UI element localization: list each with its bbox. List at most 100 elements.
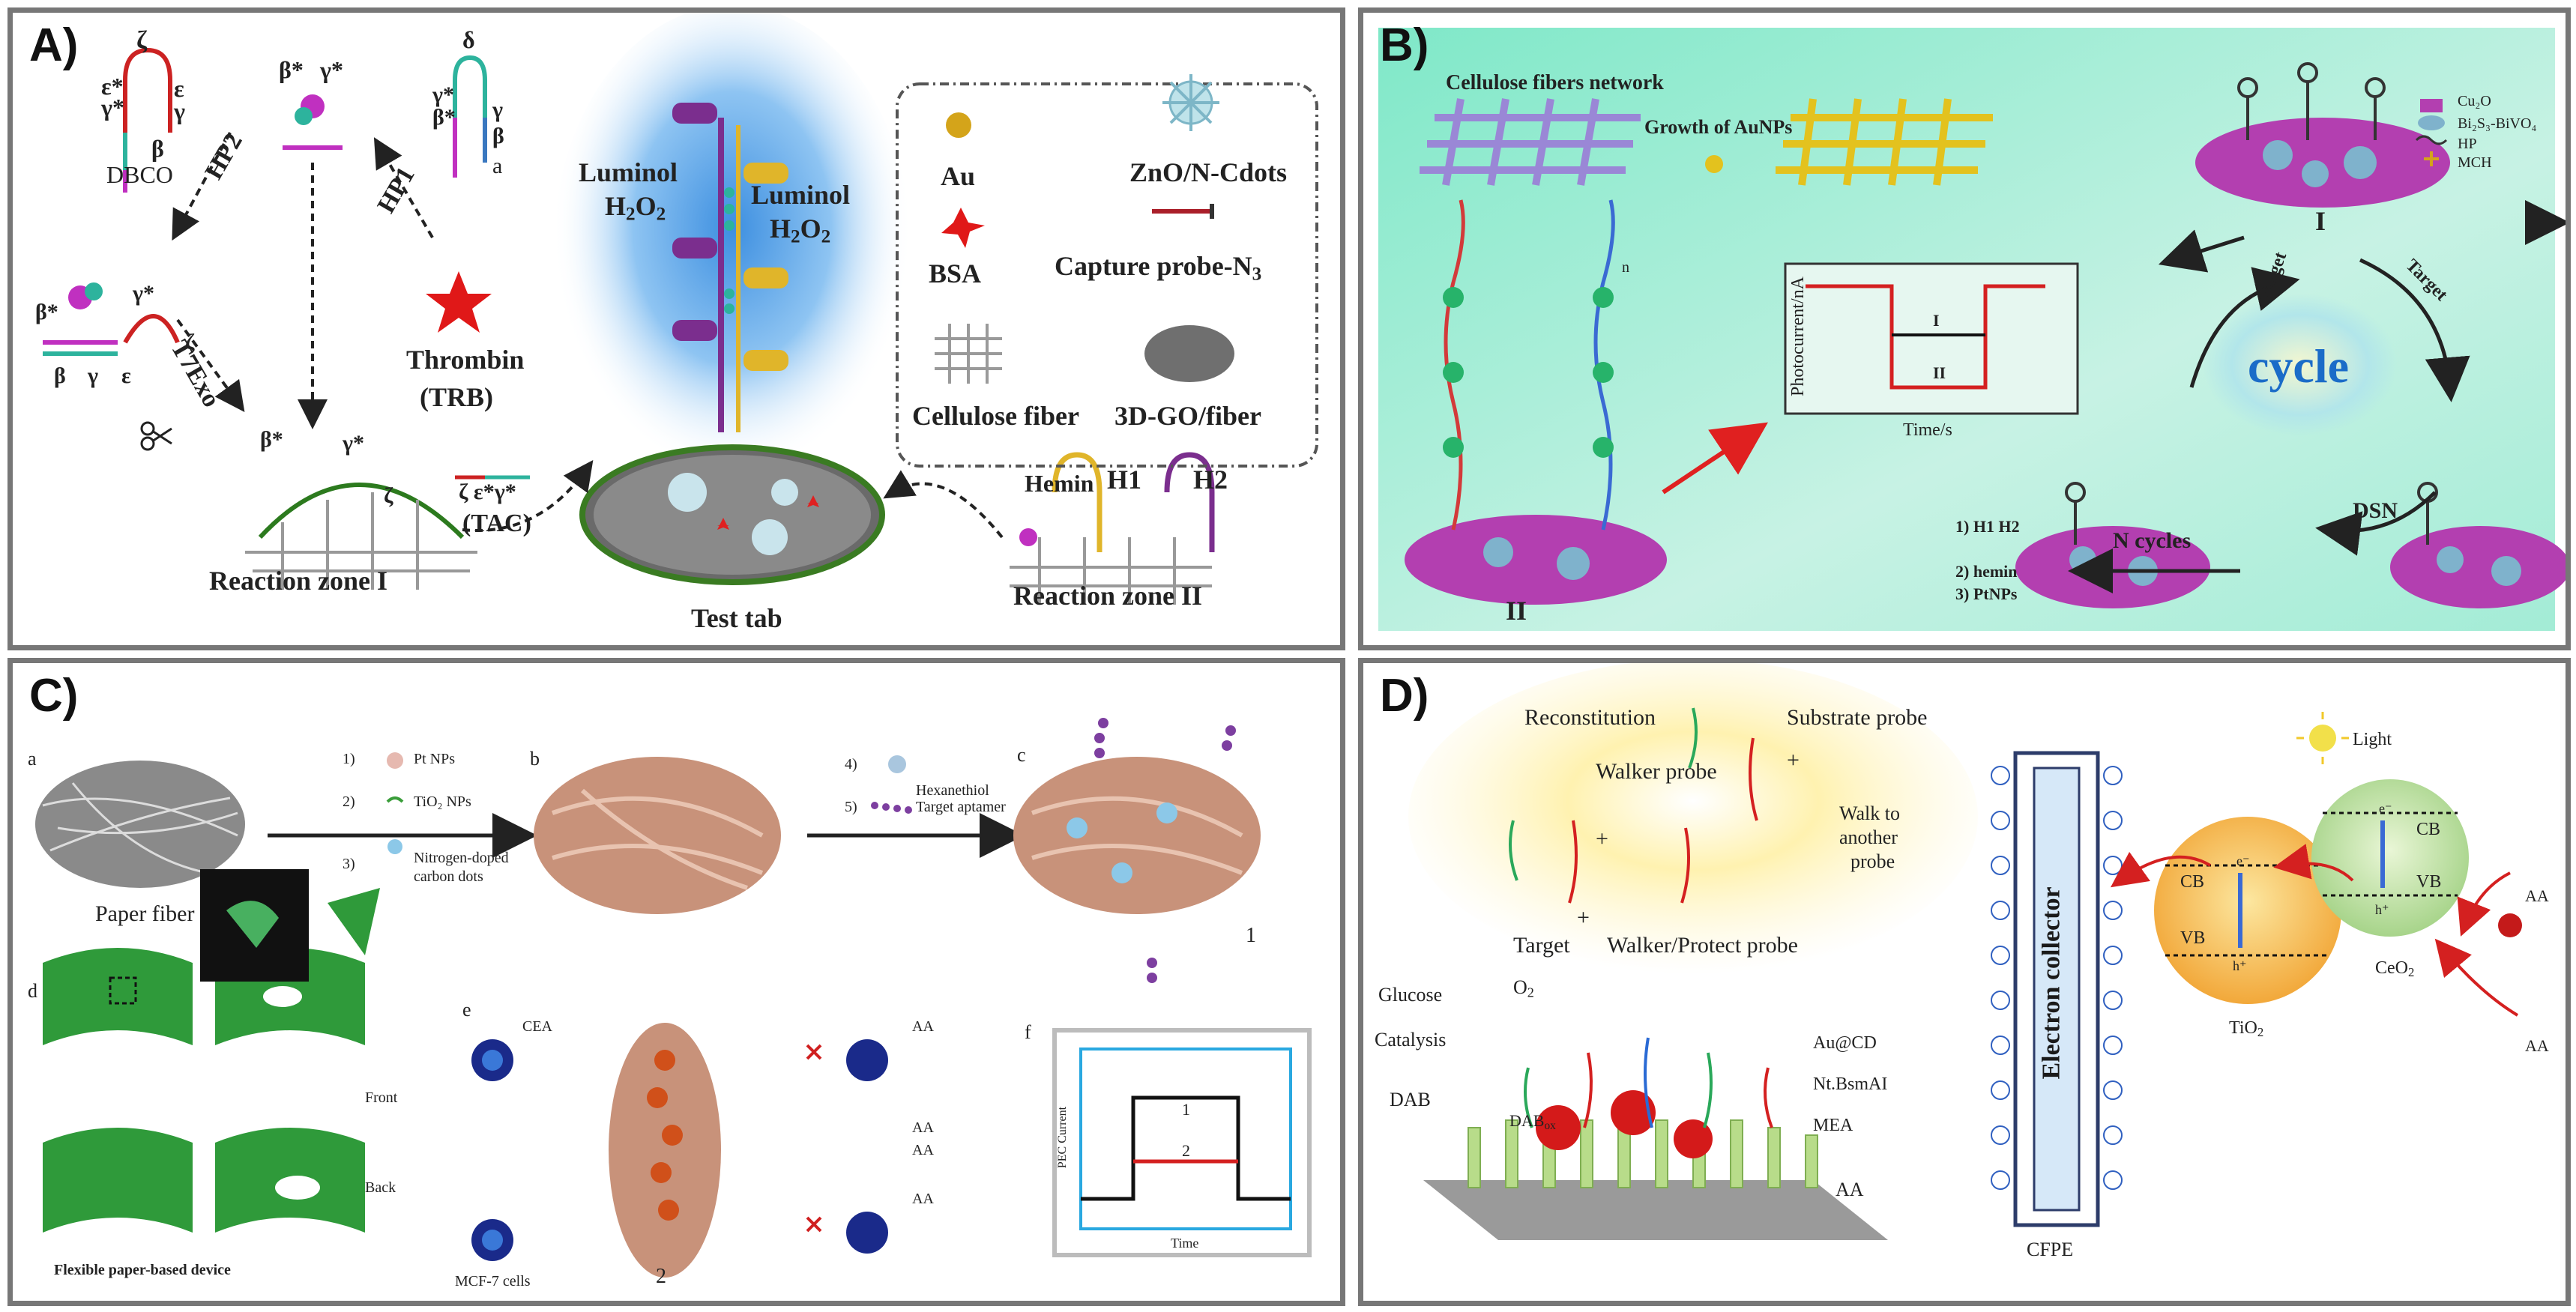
thrombin-label: Thrombin [406, 345, 525, 375]
tac-sequence-label: ζ ε*γ* [459, 480, 516, 504]
nt-bsmai-label: Nt.BsmAI [1813, 1074, 1888, 1094]
legend-capture-text: Capture probe-N [1055, 251, 1252, 281]
g-quadruplex-icon [672, 103, 788, 371]
reaction-zone-2-label: Reaction zone II [1013, 581, 1202, 611]
curve-label-2: II [1933, 363, 1946, 382]
walker-protect-label: Walker/Protect probe [1607, 933, 1798, 958]
ceo2-vb-label: VB [2416, 872, 2442, 892]
walker-probe-label: Walker probe [1596, 759, 1717, 784]
panel-b-artwork [1378, 28, 2566, 631]
duplex-icon [43, 282, 180, 356]
aa-label-d: AA [1836, 1179, 1864, 1200]
hole-label-1: h⁺ [2233, 958, 2247, 973]
another-label: another [1839, 826, 1898, 848]
aa-label-4: AA [912, 1191, 934, 1207]
beta-label: β [151, 135, 164, 162]
step-5-label-c: 5) [845, 799, 857, 815]
gamma-star-label-2: γ* [320, 56, 343, 83]
step-2-label: 2) hemin [1955, 563, 2018, 580]
dbco-label: DBCO [106, 161, 173, 188]
eps-star-label: ε* [101, 73, 124, 100]
cea-label: CEA [522, 1018, 552, 1035]
aa-label-3: AA [912, 1142, 934, 1158]
tio2-nps-label: TiO₂ NPs [414, 793, 471, 810]
sub-label-c: c [1017, 744, 1026, 766]
target-aptamer-label: Target aptamer [916, 799, 1006, 815]
cellulose-fiber-icon [935, 324, 1002, 384]
fiber-ellipse-b [534, 757, 781, 914]
zeta-label-2: ζ [185, 330, 195, 354]
cellulose-network-label: Cellulose fibers network [1446, 71, 1664, 94]
o2-text: O [1513, 976, 1527, 998]
legend-zno-label: ZnO/N-Cdots [1129, 157, 1288, 187]
panel-c: C) a b c d e f Paper fiber 1) Pt NPs 2) … [7, 658, 1345, 1306]
panel-a: A) ζ ε* γ* ε γ β DBCO HP2 β* γ* HP1 δ γ*… [7, 7, 1345, 650]
zeta-label: ζ [136, 26, 148, 54]
aa-label-d3: AA [2525, 1036, 2549, 1055]
h2o2-label-left: H2O2 [605, 193, 666, 224]
legend-capture-label: Capture probe-N3 [1055, 253, 1261, 284]
h2o2-h-2: H [770, 214, 791, 244]
pec-curve-1 [1081, 1095, 1291, 1201]
step-2-num: 2) [1955, 562, 1970, 581]
plus-label-1: + [1596, 826, 1608, 851]
mcf7-label: MCF-7 cells [455, 1273, 531, 1290]
aptamer-complex-icon [283, 94, 343, 150]
gamma-star-label-3: γ* [432, 82, 455, 107]
c-step-1: 1) [343, 751, 355, 767]
step-3-ptnps: PtNPs [1973, 584, 2018, 603]
legend-cu2o: Cu₂O [2458, 93, 2491, 109]
glucose-label: Glucose [1378, 984, 1443, 1006]
ceo2-cb-label: CB [2416, 820, 2441, 839]
step-1-label-c: 1) [343, 752, 355, 767]
pec-xlabel: Time [1171, 1236, 1199, 1251]
hairpin-hp1-icon [453, 55, 487, 178]
gamma-star-label-5: γ* [343, 431, 365, 456]
pec-label-1: 1 [1182, 1100, 1190, 1119]
fiber-ellipse-c [1013, 757, 1261, 914]
n-doped-label: Nitrogen-doped [414, 850, 509, 866]
back-label: Back [365, 1179, 396, 1196]
gamma-star-label-4: γ* [133, 281, 155, 306]
dab-ox-text: DAB [1509, 1111, 1545, 1130]
tio2-text: TiO [2229, 1018, 2257, 1038]
h2o2-o: O [635, 191, 657, 221]
aa-label-1: AA [912, 1018, 934, 1035]
o2-sub: 2 [1527, 985, 1534, 1000]
tio2-cb-label: CB [2180, 872, 2205, 892]
electrode-plane [1423, 1180, 1888, 1240]
go-fiber-icon [1144, 325, 1234, 382]
luminol-label-left: Luminol [579, 157, 678, 187]
legend-au-label: Au [941, 161, 976, 191]
reaction-zone-2-mesh [1010, 452, 1215, 605]
carbon-dots-label: carbon dots [414, 868, 483, 885]
au-icon [946, 112, 971, 138]
electrode-surface-1 [2195, 118, 2450, 208]
luminol-label-right: Luminol [751, 180, 851, 210]
mcf7-cell-icon [471, 1219, 513, 1261]
ceo2-sphere [2311, 779, 2469, 937]
h2o2-o-2: O [800, 214, 821, 244]
reaction-zone-1-label: Reaction zone I [209, 566, 387, 596]
target-label-d: Target [1513, 933, 1570, 958]
gamma-label: γ [174, 97, 185, 124]
panel-d-artwork [1408, 663, 2522, 1240]
aa-burst-icon [2498, 913, 2522, 937]
cea-cell-icon [471, 1039, 513, 1081]
electrode-surface-2 [2390, 526, 2566, 608]
legend-mch: MCH [2458, 154, 2492, 171]
epsilon-label-2: ε [121, 363, 131, 388]
dsn-label: DSN [2353, 498, 2398, 523]
photocurrent-ylabel: Photocurrent/nA [1788, 276, 1808, 396]
step-1-h2: H2 [1998, 517, 2020, 536]
n-cycles-label: N cycles [2113, 528, 2192, 553]
photocurrent-xlabel: Time/s [1903, 420, 1952, 440]
folded-device-icon [328, 888, 380, 955]
num-1-label: 1 [1246, 924, 1256, 947]
panel-a-label: A) [29, 19, 79, 71]
gamma-label-3: γ [88, 363, 99, 388]
electron-collector-label: Electron collector [2037, 886, 2066, 1080]
aa-label-d2: AA [2525, 886, 2549, 905]
zeta-label-3: ζ [384, 483, 393, 508]
dab-label: DAB [1390, 1089, 1431, 1110]
